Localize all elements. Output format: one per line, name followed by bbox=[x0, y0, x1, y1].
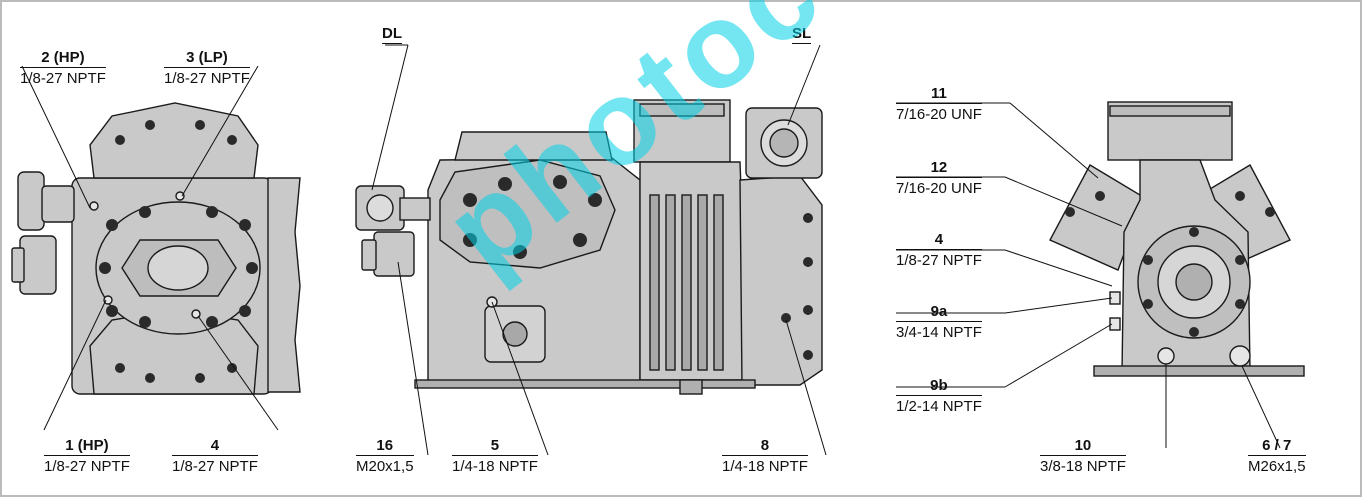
side-dl-neck bbox=[399, 197, 431, 221]
label-6-7-spec: M26x1,5 bbox=[1248, 458, 1306, 475]
front-valve-bottom bbox=[19, 235, 57, 295]
label-5: 5 1/4-18 NPTF bbox=[452, 438, 538, 474]
label-16-spec: M20x1,5 bbox=[356, 458, 414, 475]
label-2hp: 2 (HP) 1/8-27 NPTF bbox=[20, 50, 106, 86]
leader-5 bbox=[491, 301, 549, 456]
leader-67 bbox=[1241, 365, 1281, 449]
label-3lp: 3 (LP) 1/8-27 NPTF bbox=[164, 50, 250, 86]
label-1hp: 1 (HP) 1/8-27 NPTF bbox=[44, 438, 130, 474]
leader-4b bbox=[1004, 249, 1113, 287]
label-4-rear-id: 4 bbox=[896, 232, 982, 250]
label-9b-spec: 1/2-14 NPTF bbox=[896, 398, 982, 415]
side-oil-sight bbox=[502, 321, 528, 347]
label-16: 16 M20x1,5 bbox=[356, 438, 414, 474]
front-valve-neck bbox=[41, 185, 75, 223]
label-8: 8 1/4-18 NPTF bbox=[722, 438, 808, 474]
side-ribs bbox=[649, 194, 724, 371]
label-1hp-id: 1 (HP) bbox=[44, 438, 130, 456]
leader-11 bbox=[1009, 102, 1099, 179]
side-sl-bore bbox=[769, 128, 799, 158]
label-9b: 9b 1/2-14 NPTF bbox=[896, 378, 982, 414]
label-11-id: 11 bbox=[896, 86, 982, 104]
rear-bolts bbox=[1065, 191, 1275, 337]
label-12-spec: 7/16-20 UNF bbox=[896, 180, 982, 197]
label-10-id: 10 bbox=[1040, 438, 1126, 456]
label-12-id: 12 bbox=[896, 160, 982, 178]
rear-base bbox=[1093, 365, 1305, 377]
label-4-front-spec: 1/8-27 NPTF bbox=[172, 458, 258, 475]
label-4-rear-spec: 1/8-27 NPTF bbox=[896, 252, 982, 269]
label-3lp-spec: 1/8-27 NPTF bbox=[164, 70, 250, 87]
label-4-front-id: 4 bbox=[172, 438, 258, 456]
front-valve-top bbox=[17, 171, 45, 231]
leader-8 bbox=[785, 319, 827, 456]
label-4-front: 4 1/8-27 NPTF bbox=[172, 438, 258, 474]
leader-16 bbox=[397, 261, 429, 456]
label-5-id: 5 bbox=[452, 438, 538, 456]
side-bolts bbox=[463, 175, 813, 360]
leader-dl bbox=[371, 44, 409, 191]
front-bolts bbox=[99, 120, 258, 383]
label-4-rear: 4 1/8-27 NPTF bbox=[896, 232, 982, 268]
label-2hp-id: 2 (HP) bbox=[20, 50, 106, 68]
label-11: 11 7/16-20 UNF bbox=[896, 86, 982, 122]
side-view bbox=[355, 99, 823, 395]
front-head-cap bbox=[147, 245, 209, 291]
label-dl: DL bbox=[382, 25, 402, 44]
label-12: 12 7/16-20 UNF bbox=[896, 160, 982, 196]
side-base bbox=[414, 379, 756, 389]
leader-1hp bbox=[43, 299, 107, 431]
label-8-spec: 1/4-18 NPTF bbox=[722, 458, 808, 475]
leader-4a bbox=[197, 315, 279, 431]
side-oil-fitting bbox=[373, 231, 415, 277]
leader-sl bbox=[787, 44, 821, 126]
label-3lp-id: 3 (LP) bbox=[164, 50, 250, 68]
label-16-id: 16 bbox=[356, 438, 414, 456]
rear-bank-left bbox=[1049, 164, 1146, 271]
rear-shaft bbox=[1175, 263, 1213, 301]
label-9b-id: 9b bbox=[896, 378, 982, 396]
label-9a-id: 9a bbox=[896, 304, 982, 322]
front-ports bbox=[89, 191, 201, 319]
front-right-flange bbox=[267, 177, 301, 393]
label-9a: 9a 3/4-14 NPTF bbox=[896, 304, 982, 340]
front-head-top bbox=[89, 102, 259, 179]
label-5-spec: 1/4-18 NPTF bbox=[452, 458, 538, 475]
label-2hp-spec: 1/8-27 NPTF bbox=[20, 70, 106, 87]
leader-lines bbox=[21, 44, 1281, 456]
label-10: 10 3/8-18 NPTF bbox=[1040, 438, 1126, 474]
side-foot bbox=[679, 379, 703, 395]
rear-view bbox=[1049, 101, 1305, 377]
label-10-spec: 3/8-18 NPTF bbox=[1040, 458, 1126, 475]
front-valve-fitting bbox=[11, 247, 25, 283]
leader-9a bbox=[1004, 297, 1113, 314]
front-view bbox=[11, 102, 301, 395]
label-6-7-id: 6 / 7 bbox=[1248, 438, 1306, 456]
label-1hp-spec: 1/8-27 NPTF bbox=[44, 458, 130, 475]
leader-3lp bbox=[181, 65, 259, 197]
leader-12 bbox=[1004, 176, 1123, 227]
leader-9b bbox=[1004, 323, 1113, 388]
rear-ports bbox=[1109, 291, 1251, 367]
label-11-spec: 7/16-20 UNF bbox=[896, 106, 982, 123]
label-9a-spec: 3/4-14 NPTF bbox=[896, 324, 982, 341]
side-oil-plug bbox=[361, 239, 377, 271]
side-head-top bbox=[454, 131, 613, 161]
rear-terminal-lid bbox=[1109, 105, 1231, 117]
label-8-id: 8 bbox=[722, 438, 808, 456]
side-cylinder-head bbox=[439, 159, 616, 269]
side-terminal-lid bbox=[639, 103, 725, 117]
label-sl: SL bbox=[792, 25, 812, 44]
leader-2hp bbox=[21, 65, 91, 209]
side-dl-port bbox=[366, 194, 394, 222]
label-6-7: 6 / 7 M26x1,5 bbox=[1248, 438, 1306, 474]
